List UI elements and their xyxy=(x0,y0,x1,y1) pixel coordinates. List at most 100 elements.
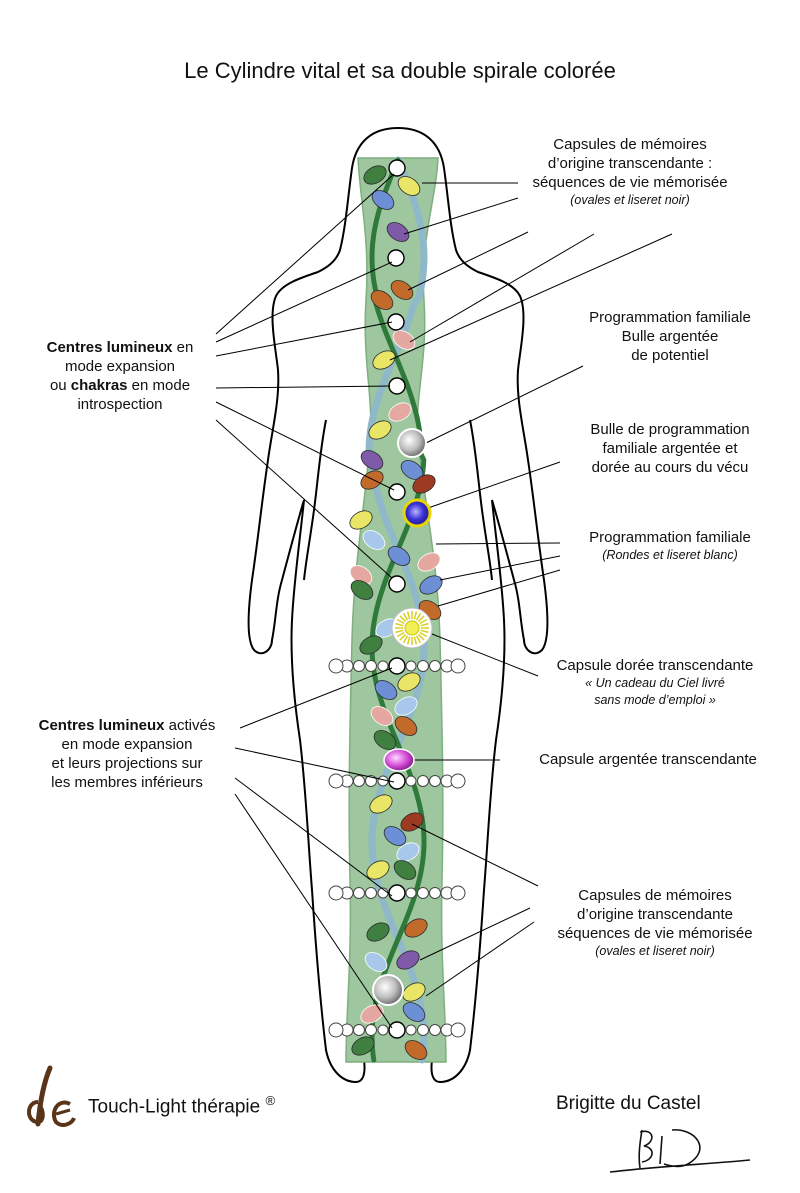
sun-ray xyxy=(395,622,404,627)
capsule-oval xyxy=(393,860,417,880)
capsule-oval xyxy=(417,552,441,572)
capsule-oval xyxy=(372,350,396,370)
projection-bead xyxy=(353,775,365,787)
capsule-oval xyxy=(369,794,393,814)
sun-ray xyxy=(419,631,428,638)
leader-line xyxy=(234,777,393,897)
leader-line xyxy=(431,633,539,677)
sun-ray xyxy=(420,622,429,627)
leader-lines xyxy=(215,173,673,1029)
label-capsules-bottom: Capsules de mémoires d’origine transcend… xyxy=(557,887,753,958)
leader-line xyxy=(435,542,561,545)
leader-line xyxy=(439,555,561,581)
capsule-oval xyxy=(349,510,373,530)
projection-bead xyxy=(353,660,365,672)
leader-line xyxy=(215,385,391,389)
label-capsule-doree: Capsule dorée transcendante « Un cadeau … xyxy=(556,657,754,707)
leader-line xyxy=(239,667,393,729)
golden-sun-capsule xyxy=(391,607,433,649)
leader-line xyxy=(437,569,561,607)
projection-bead xyxy=(365,887,377,899)
projection-bead xyxy=(429,775,441,787)
capsule-oval xyxy=(360,1004,384,1024)
capsule-oval xyxy=(364,952,388,972)
capsule-oval xyxy=(387,546,411,566)
sun-ray xyxy=(415,612,422,621)
sun-ray xyxy=(399,615,407,623)
projection-bead xyxy=(377,660,389,672)
sun-ray xyxy=(396,618,405,625)
chakra-circle xyxy=(388,377,406,395)
sun-ray xyxy=(399,633,407,641)
capsule-oval xyxy=(351,1036,375,1056)
sun-ray xyxy=(413,611,418,620)
projection-bead xyxy=(450,1022,466,1038)
sun-ray xyxy=(417,615,425,623)
chakra-circle xyxy=(388,483,406,501)
sun-ray xyxy=(415,635,422,644)
silver-transcendent-capsule xyxy=(383,748,415,772)
projection-bead xyxy=(365,775,377,787)
sun-ray xyxy=(419,618,428,625)
capsule-oval xyxy=(370,706,394,726)
label-capsules-top: Capsules de mémoires d’origine transcend… xyxy=(532,136,728,207)
capsule-oval xyxy=(363,165,387,185)
leader-line xyxy=(215,173,395,335)
capsule-oval xyxy=(386,222,410,242)
capsule-oval xyxy=(368,420,392,440)
sun-ray xyxy=(420,629,429,634)
projection-bead xyxy=(328,885,344,901)
capsule-oval xyxy=(390,280,414,300)
capsule-oval xyxy=(397,176,421,196)
memory-capsules xyxy=(349,165,443,1060)
capsule-oval xyxy=(359,635,383,655)
label-capsule-argentee: Capsule argentée transcendante xyxy=(539,751,757,768)
projection-bead xyxy=(365,1024,377,1036)
projection-bead xyxy=(417,887,429,899)
silver-bubble xyxy=(397,428,427,458)
leader-line xyxy=(425,365,584,444)
label-prog-fam-rondes: Programmation familiale (Rondes et liser… xyxy=(589,529,751,562)
projection-bead xyxy=(405,887,417,899)
leader-line xyxy=(419,907,531,961)
projection-bead xyxy=(353,1024,365,1036)
chakra-circle xyxy=(388,159,406,177)
capsule-oval xyxy=(360,470,384,490)
projection-bead xyxy=(450,658,466,674)
projection-bead xyxy=(429,660,441,672)
silver-bubble-lower xyxy=(372,974,404,1006)
chakra-circle xyxy=(388,657,406,675)
projection-bead xyxy=(377,775,389,787)
sun-ray xyxy=(402,635,409,644)
leader-line xyxy=(215,419,393,579)
capsule-oval xyxy=(366,860,390,880)
capsule-oval xyxy=(419,575,443,595)
capsule-oval xyxy=(362,530,386,550)
leader-line xyxy=(234,747,395,783)
capsule-oval xyxy=(404,1040,428,1060)
projection-bead xyxy=(417,775,429,787)
leader-line xyxy=(409,233,595,343)
page-title: Le Cylindre vital et sa double spirale c… xyxy=(184,58,616,83)
projection-bead xyxy=(353,887,365,899)
capsule-oval xyxy=(350,580,374,600)
light-centres xyxy=(328,159,466,1039)
leader-line xyxy=(234,793,393,1029)
projection-bead xyxy=(365,660,377,672)
capsule-oval xyxy=(402,982,426,1002)
capsule-oval xyxy=(374,680,398,700)
sun-ray xyxy=(406,611,411,620)
chakra-circle xyxy=(388,575,406,593)
author-signature xyxy=(609,1129,751,1173)
capsule-oval xyxy=(404,918,428,938)
projection-bead xyxy=(417,660,429,672)
projection-bead xyxy=(450,773,466,789)
projection-bead xyxy=(328,773,344,789)
leader-line xyxy=(215,321,393,357)
capsule-oval xyxy=(392,330,416,350)
label-bulle-prog: Bulle de programmation familiale argenté… xyxy=(590,421,750,476)
leader-line xyxy=(427,461,561,509)
chakra-circle xyxy=(388,1021,406,1039)
leader-line xyxy=(215,401,395,491)
